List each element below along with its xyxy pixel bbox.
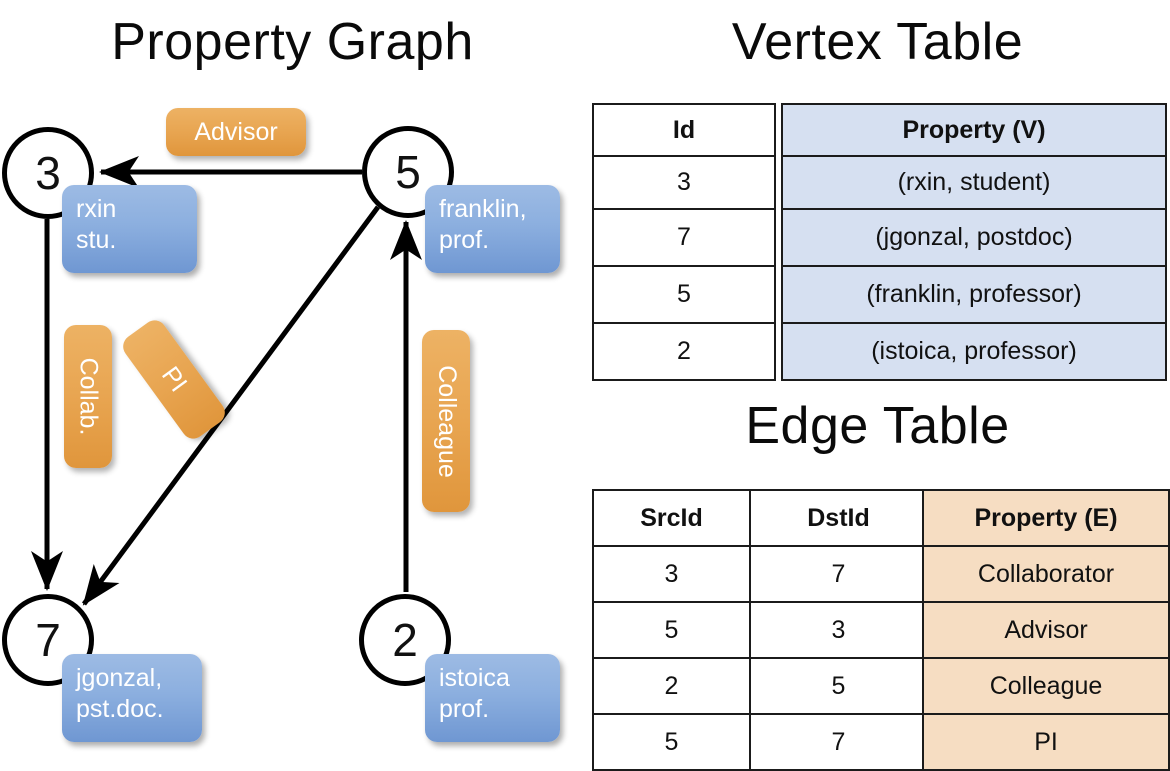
graph-node-5-label: 5: [395, 146, 421, 198]
node-property-jgonzal-line1: jgonzal,: [76, 664, 163, 692]
table-row: 3 7: [592, 545, 928, 603]
table-header-row: Property (E): [922, 489, 1170, 547]
property-graph-diagram: 3 5 7 2 rxin stu. franklin, prof. jgonza…: [0, 0, 585, 760]
page-title-vertex-table: Vertex Table: [731, 13, 1024, 71]
node-property-badge-istoica[interactable]: istoica prof.: [425, 654, 560, 742]
table-row: (jgonzal, postdoc): [781, 208, 1167, 267]
vertex-header-id: Id: [592, 103, 776, 157]
node-property-franklin-line2: prof.: [439, 226, 490, 255]
table-row: (rxin, student): [781, 155, 1167, 210]
node-property-badge-jgonzal[interactable]: jgonzal, pst.doc.: [62, 654, 202, 742]
edge-table-property-column: Property (E) Collaborator Advisor Collea…: [922, 489, 1170, 771]
node-property-rxin-line1: rxin: [76, 195, 117, 223]
vertex-cell-property-1: (jgonzal, postdoc): [781, 208, 1167, 267]
table-row: (franklin, professor): [781, 265, 1167, 324]
table-row: Collaborator: [922, 545, 1170, 603]
page-title-edge-table: Edge Table: [745, 397, 1010, 455]
node-property-istoica-line2: prof.: [439, 695, 490, 724]
table-row: (istoica, professor): [781, 322, 1167, 381]
table-row: PI: [922, 713, 1170, 771]
edge-label-collab-text: Collab.: [74, 357, 103, 436]
edge-cell-dst-2: 5: [749, 657, 928, 715]
graph-node-3-label: 3: [35, 147, 61, 199]
table-row: Advisor: [922, 601, 1170, 659]
node-property-badge-rxin[interactable]: rxin stu.: [62, 185, 197, 273]
graph-edges-svg: [31, 156, 422, 606]
vertex-cell-id-3: 2: [592, 322, 776, 381]
edge-label-badge-advisor[interactable]: Advisor: [166, 108, 306, 156]
edge-cell-property-0: Collaborator: [922, 545, 1170, 603]
vertex-table-id-column: Id 3 7 5 2: [592, 103, 776, 381]
edge-cell-src-1: 5: [592, 601, 751, 659]
vertex-header-property: Property (V): [781, 103, 1167, 157]
vertex-cell-property-3: (istoica, professor): [781, 322, 1167, 381]
node-property-badge-franklin[interactable]: franklin, prof.: [425, 185, 560, 273]
node-property-istoica-line1: istoica: [439, 664, 510, 692]
graph-node-7-label: 7: [35, 614, 61, 666]
table-row: 7: [592, 208, 776, 267]
table-row: 5: [592, 265, 776, 324]
edge-cell-property-1: Advisor: [922, 601, 1170, 659]
edge-label-badge-collab[interactable]: Collab.: [64, 325, 112, 468]
vertex-cell-id-2: 5: [592, 265, 776, 324]
node-property-jgonzal-line2: pst.doc.: [76, 695, 164, 724]
edge-cell-src-3: 5: [592, 713, 751, 771]
edge-label-advisor-text: Advisor: [194, 117, 278, 146]
edge-cell-property-2: Colleague: [922, 657, 1170, 715]
edge-5-to-7: [81, 205, 381, 606]
graph-node-2-label: 2: [392, 614, 418, 666]
edge-cell-dst-0: 7: [749, 545, 928, 603]
vertex-cell-id-0: 3: [592, 155, 776, 210]
page-title-property-graph: Property Graph: [111, 13, 474, 71]
edge-label-pi-text: PI: [156, 361, 193, 397]
edge-cell-src-2: 2: [592, 657, 751, 715]
edge-cell-dst-1: 3: [749, 601, 928, 659]
edge-cell-src-0: 3: [592, 545, 751, 603]
table-header-row: SrcId DstId: [592, 489, 928, 547]
node-property-rxin-line2: stu.: [76, 226, 117, 255]
edge-header-property: Property (E): [922, 489, 1170, 547]
table-row: 2 5: [592, 657, 928, 715]
edge-header-srcid: SrcId: [592, 489, 751, 547]
vertex-table-property-column: Property (V) (rxin, student) (jgonzal, p…: [781, 103, 1167, 381]
table-row: 3: [592, 155, 776, 210]
table-row: 2: [592, 322, 776, 381]
edge-header-dstid: DstId: [749, 489, 928, 547]
edge-cell-property-3: PI: [922, 713, 1170, 771]
vertex-cell-property-2: (franklin, professor): [781, 265, 1167, 324]
vertex-cell-id-1: 7: [592, 208, 776, 267]
vertex-cell-property-0: (rxin, student): [781, 155, 1167, 210]
table-header-row: Property (V): [781, 103, 1167, 157]
edge-label-badge-colleague[interactable]: Colleague: [422, 330, 470, 512]
table-row: 5 7: [592, 713, 928, 771]
table-header-row: Id: [592, 103, 776, 157]
node-property-franklin-line1: franklin,: [439, 195, 527, 223]
graph-node-5[interactable]: 5: [362, 126, 454, 218]
graph-node-2[interactable]: 2: [359, 594, 451, 686]
table-row: 5 3: [592, 601, 928, 659]
edge-table-src-dst-columns: SrcId DstId 3 7 5 3 2 5 5 7: [592, 489, 928, 771]
edge-label-colleague-text: Colleague: [432, 364, 461, 478]
table-row: Colleague: [922, 657, 1170, 715]
edge-cell-dst-3: 7: [749, 713, 928, 771]
